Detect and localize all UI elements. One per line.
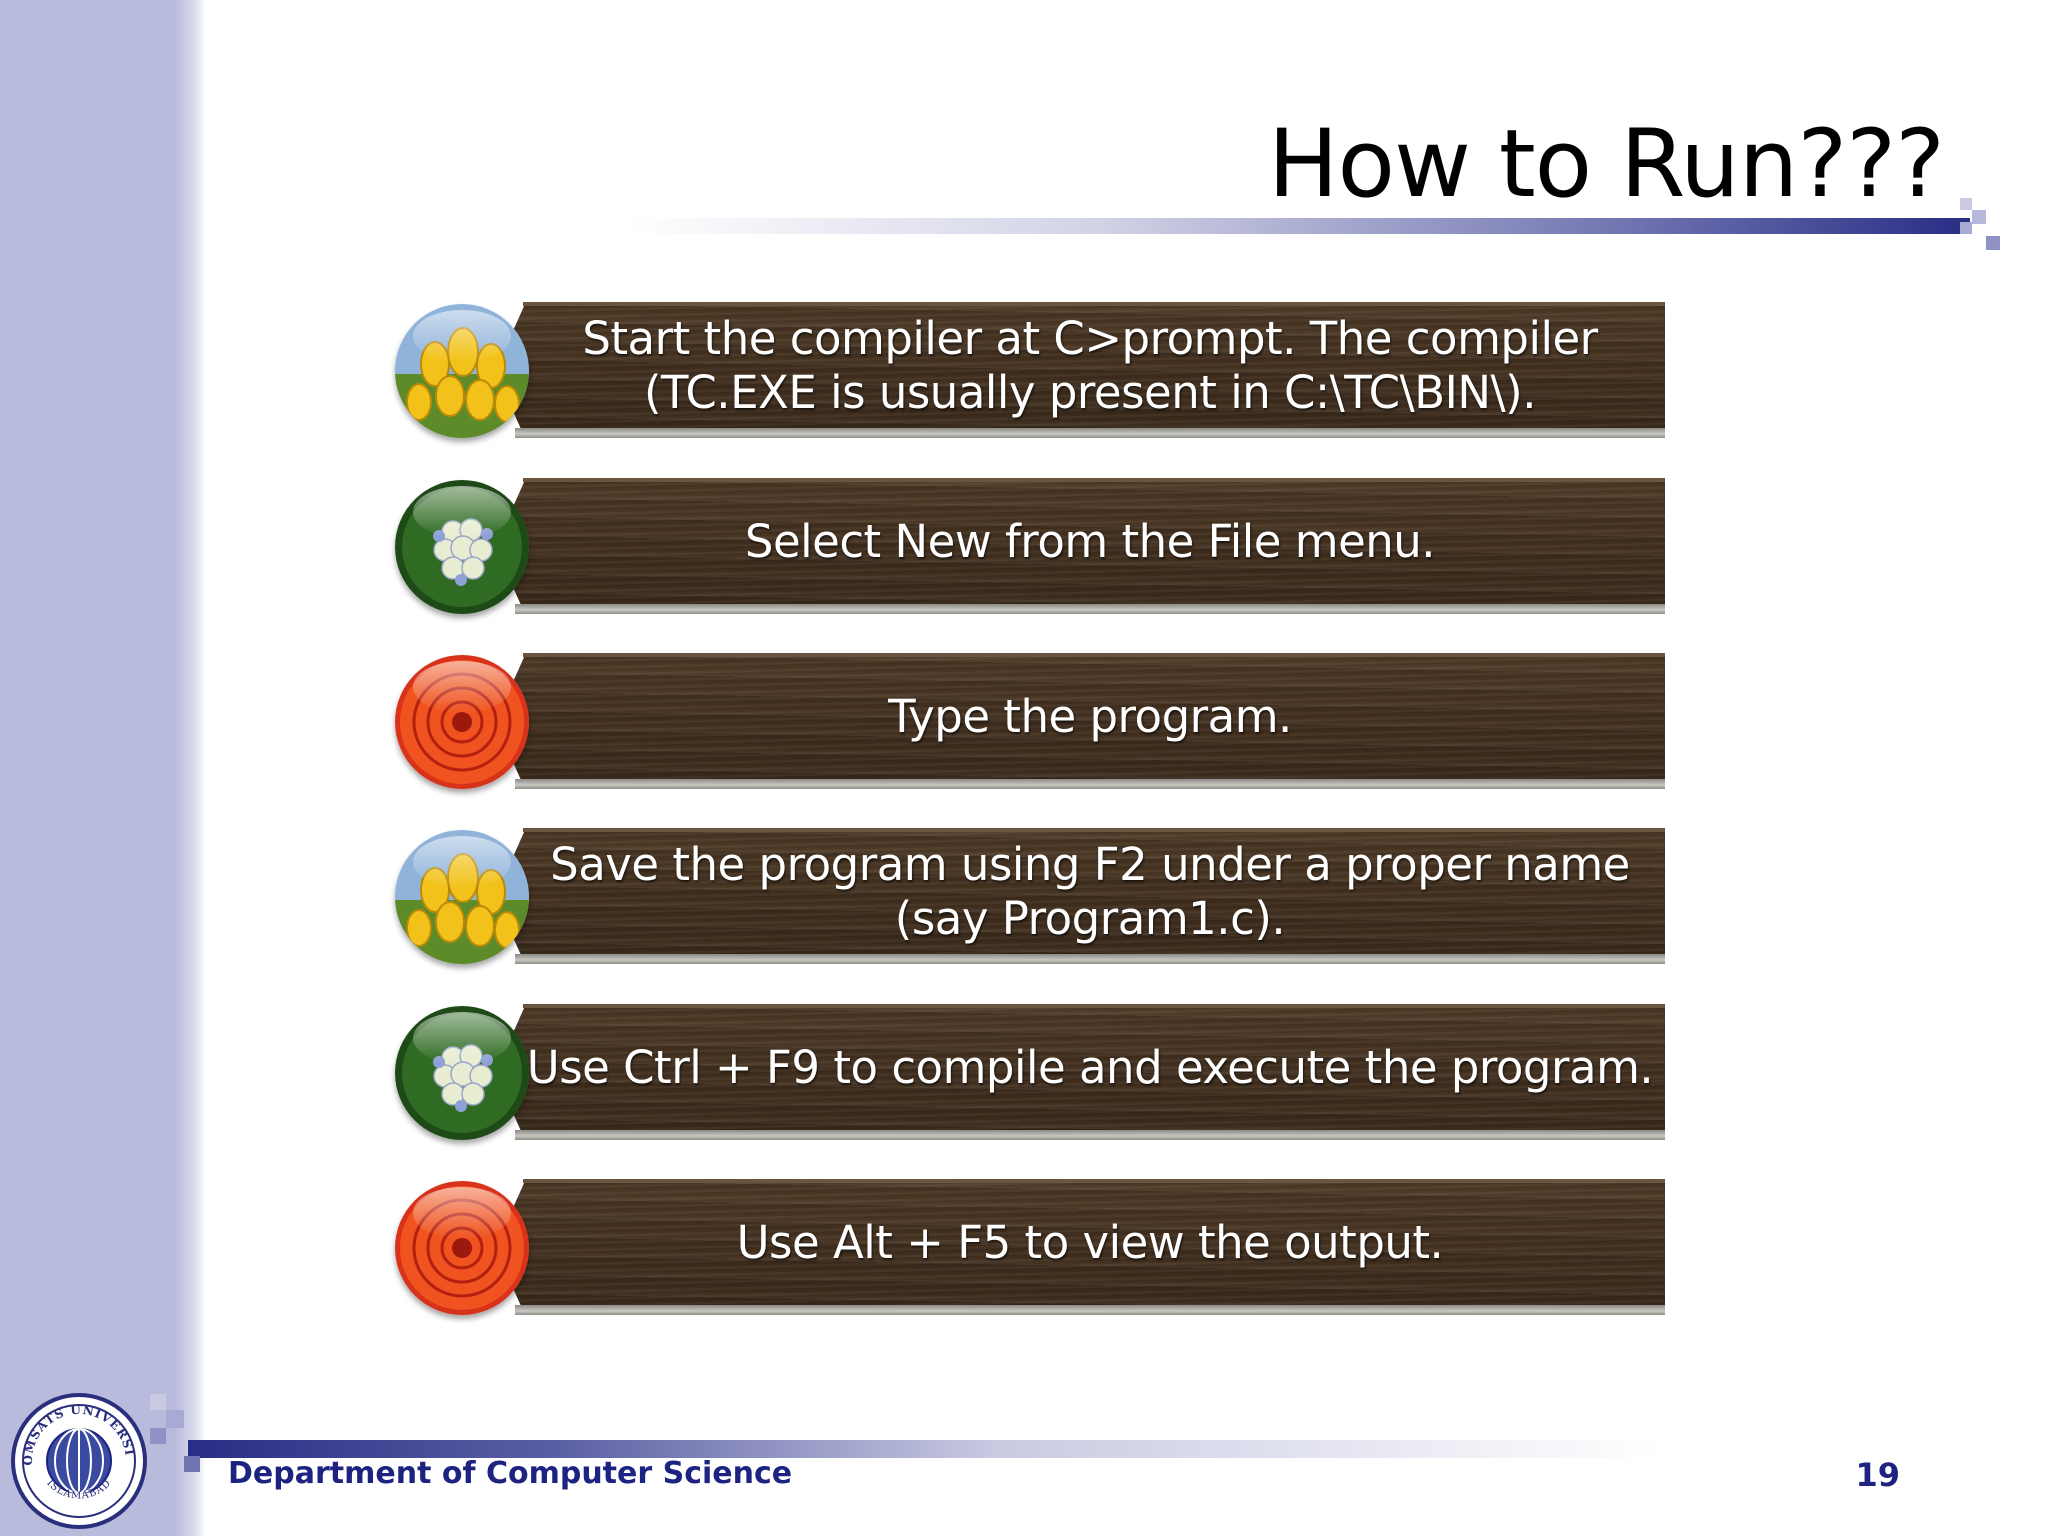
step-text: Save the program using F2 under a proper… (550, 838, 1630, 945)
department-name: Department of Computer Science (228, 1456, 793, 1491)
footer-decor-square (184, 1456, 200, 1472)
orange-gerbera-icon (395, 655, 529, 789)
step-item: Start the compiler at C>prompt. The comp… (395, 302, 1680, 442)
plank-bottom-edge (515, 1305, 1665, 1315)
yellow-tulips-icon (395, 830, 529, 964)
footer-decor-square (150, 1394, 166, 1410)
wood-plank (495, 1006, 1665, 1140)
university-logo: COMSATS UNIVERSITY ISLAMABAD (4, 1381, 148, 1530)
title-decor-square (1986, 236, 2000, 250)
wood-plank (495, 304, 1665, 438)
hydrangea-icon (395, 480, 529, 614)
page-number: 19 (1855, 1456, 1900, 1494)
plank-top-edge (523, 653, 1665, 657)
step-item: Type the program. (395, 653, 1680, 793)
step-text: Start the compiler at C>prompt. The comp… (582, 312, 1598, 419)
step-text: Use Alt + F5 to view the output. (736, 1216, 1444, 1269)
yellow-tulips-icon (395, 304, 529, 438)
title-decor-square (1972, 210, 1986, 224)
title-decor-square (1960, 198, 1972, 210)
step-text: Use Ctrl + F9 to compile and execute the… (526, 1041, 1654, 1094)
plank-top-edge (523, 828, 1665, 832)
orange-gerbera-icon (395, 1181, 529, 1315)
step-item: Select New from the File menu. (395, 478, 1680, 618)
plank-bottom-edge (515, 428, 1665, 438)
footer-decor-square (150, 1428, 166, 1444)
step-item: Save the program using F2 under a proper… (395, 828, 1680, 968)
left-sidebar-band (0, 0, 204, 1536)
step-item: Use Ctrl + F9 to compile and execute the… (395, 1004, 1680, 1144)
hydrangea-icon (395, 1006, 529, 1140)
plank-bottom-edge (515, 779, 1665, 789)
wood-plank (495, 1181, 1665, 1315)
title-underline (628, 218, 1970, 234)
wood-plank (495, 480, 1665, 614)
step-text: Type the program. (888, 690, 1292, 743)
plank-top-edge (523, 1004, 1665, 1008)
step-text: Select New from the File menu. (744, 515, 1436, 568)
step-item: Use Alt + F5 to view the output. (395, 1179, 1680, 1319)
plank-top-edge (523, 302, 1665, 306)
wood-plank (495, 655, 1665, 789)
footer-rule (188, 1440, 1658, 1458)
plank-bottom-edge (515, 954, 1665, 964)
title-decor-square (1960, 222, 1972, 234)
plank-bottom-edge (515, 1130, 1665, 1140)
plank-bottom-edge (515, 604, 1665, 614)
footer-decor-square (166, 1410, 184, 1428)
slide-title: How to Run??? (1267, 110, 1945, 219)
plank-top-edge (523, 1179, 1665, 1183)
plank-top-edge (523, 478, 1665, 482)
wood-plank (495, 830, 1665, 964)
